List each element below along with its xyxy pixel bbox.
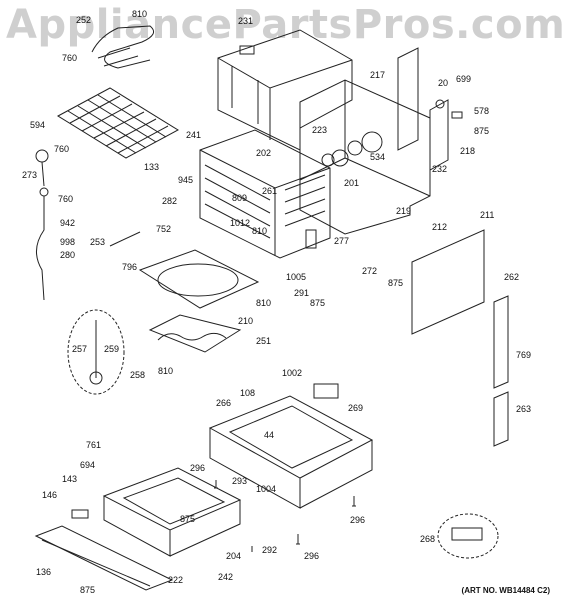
part-number-label: 44	[264, 430, 275, 440]
part-number-label: 217	[370, 70, 386, 80]
outer-case-drawing	[217, 29, 353, 151]
part-number-label: 292	[262, 545, 278, 555]
probe-parts-drawing	[35, 149, 141, 301]
part-number-label: 266	[216, 398, 232, 408]
art-number: (ART NO. WB14484 C2)	[461, 586, 550, 595]
bottom-element-drawing	[138, 249, 260, 353]
part-number-label: 998	[60, 237, 76, 247]
part-number-label: 277	[334, 236, 350, 246]
part-number-label: 280	[60, 250, 76, 260]
part-number-label: 942	[60, 218, 76, 228]
part-number-label: 875	[388, 278, 404, 288]
part-number-label: 242	[218, 572, 234, 582]
part-number-label: 136	[36, 567, 52, 577]
part-number-label: 291	[294, 288, 310, 298]
oven-cavity-drawing	[299, 79, 431, 235]
part-number-label: 1004	[256, 484, 277, 494]
part-number-label: 146	[42, 490, 58, 500]
side-panel-drawing	[397, 47, 463, 171]
part-number-label: 945	[178, 175, 194, 185]
part-number-label: 269	[348, 403, 364, 413]
leveling-legs-drawing	[214, 480, 356, 552]
part-number-label: 253	[90, 237, 106, 247]
part-number-label: 282	[162, 196, 178, 206]
part-number-label: 293	[232, 476, 248, 486]
part-number-label: 875	[310, 298, 326, 308]
part-number-label: 268	[420, 534, 436, 544]
inset-callout-drawing	[67, 309, 125, 395]
drawer-drawing	[102, 467, 242, 557]
part-number-label: 202	[256, 148, 272, 158]
part-number-label: 231	[238, 16, 254, 26]
part-number-label: 258	[130, 370, 146, 380]
part-number-label: 796	[122, 262, 138, 272]
part-number-label: 760	[58, 194, 74, 204]
part-number-label: 20	[438, 78, 449, 88]
part-number-label: 296	[190, 463, 206, 473]
part-number-label: 578	[474, 106, 490, 116]
part-number-label: 1002	[282, 368, 303, 378]
bake-element-drawing	[91, 25, 155, 69]
part-number-label: 210	[238, 316, 254, 326]
part-number-label: 223	[312, 125, 328, 135]
part-number-label: 273	[22, 170, 38, 180]
part-number-label: 133	[144, 162, 160, 172]
part-number-label: 1005	[286, 272, 307, 282]
part-number-label: 252	[76, 15, 92, 25]
part-number-label: 204	[226, 551, 242, 561]
part-number-label: 875	[80, 585, 96, 595]
part-number-label: 296	[350, 515, 366, 525]
part-number-label: 699	[456, 74, 472, 84]
part-number-label: 272	[362, 266, 378, 276]
part-number-label: 296	[304, 551, 320, 561]
part-number-label: 694	[80, 460, 96, 470]
right-panel-drawing	[411, 229, 509, 447]
part-number-label: 251	[256, 336, 272, 346]
oven-rack-drawing	[57, 87, 179, 159]
part-number-label: 810	[256, 298, 272, 308]
part-number-label: 262	[504, 272, 520, 282]
base-frame-drawing	[208, 383, 374, 509]
part-number-label: 752	[156, 224, 172, 234]
part-number-label: 810	[158, 366, 174, 376]
part-number-label: 241	[186, 130, 202, 140]
part-number-label: 810	[132, 9, 148, 19]
part-number-label: 257	[72, 344, 88, 354]
part-number-label: 534	[370, 152, 386, 162]
part-number-label: 594	[30, 120, 46, 130]
part-number-label: 810	[252, 226, 268, 236]
part-number-label: 212	[432, 222, 448, 232]
part-number-label: 143	[62, 474, 78, 484]
part-number-label: 760	[54, 144, 70, 154]
part-number-label: 1012	[230, 218, 251, 228]
part-number-label: 201	[344, 178, 360, 188]
part-number-label: 761	[86, 440, 102, 450]
oven-liner-drawing	[199, 129, 331, 259]
part-number-label: 211	[480, 210, 495, 220]
part-number-label: 809	[232, 193, 248, 203]
part-number-label: 875	[180, 514, 196, 524]
part-number-label: 232	[432, 164, 448, 174]
drawer-front-drawing	[34, 509, 174, 591]
part-number-label: 875	[474, 126, 490, 136]
part-number-label: 219	[396, 206, 412, 216]
part-number-label: 769	[516, 350, 532, 360]
part-number-label: 259	[104, 344, 120, 354]
part-number-label: 263	[516, 404, 532, 414]
part-number-label: 261	[262, 186, 278, 196]
part-number-label: 222	[168, 575, 184, 585]
part-number-label: 108	[240, 388, 256, 398]
part-number-label: 218	[460, 146, 476, 156]
small-part-inset-drawing	[437, 513, 499, 559]
part-number-label: 760	[62, 53, 78, 63]
